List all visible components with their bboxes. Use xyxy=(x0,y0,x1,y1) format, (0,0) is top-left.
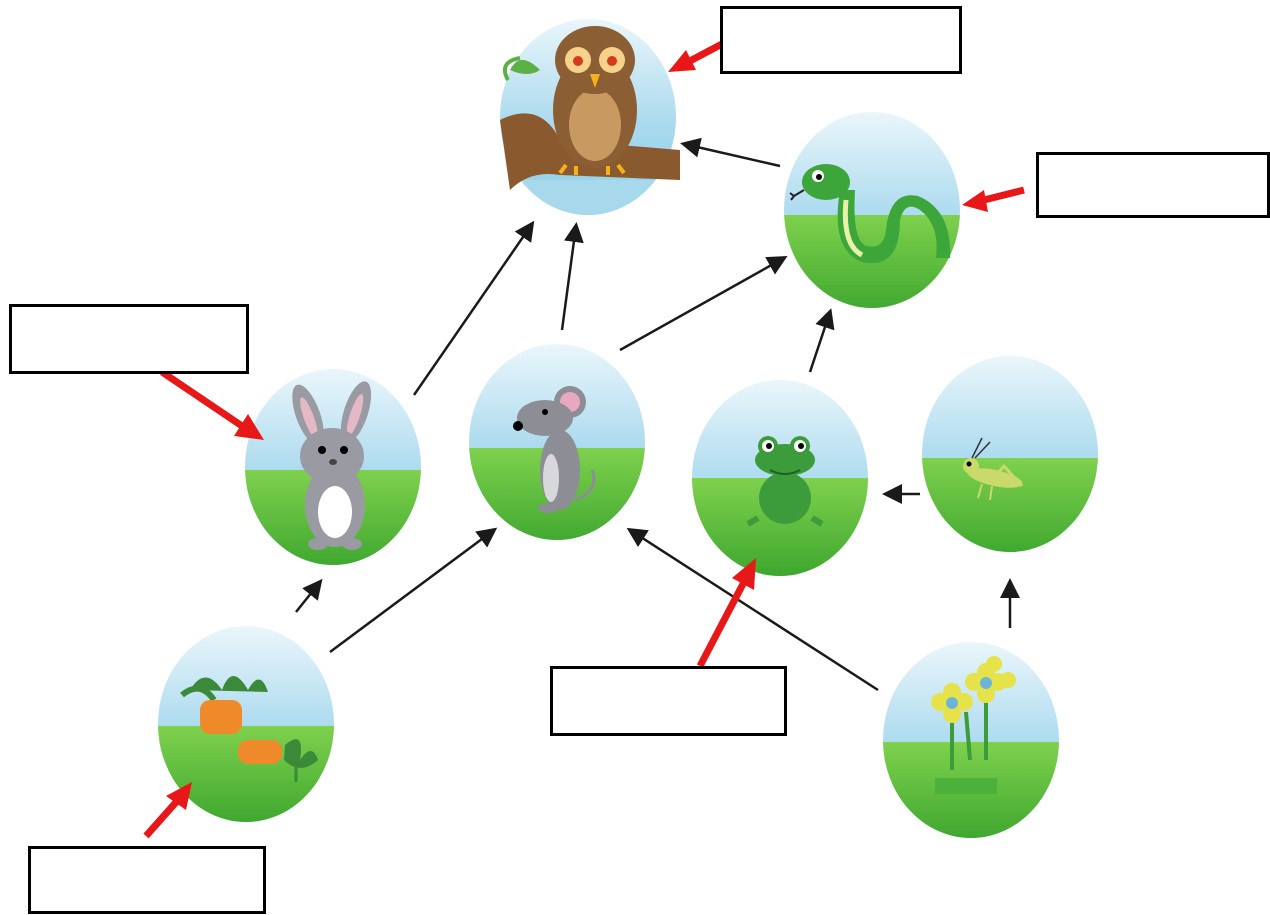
arrow-flowers-to-mouse xyxy=(626,527,879,692)
carrot-icon xyxy=(180,676,318,782)
flowers-node xyxy=(883,642,1059,838)
arrow-carrots-to-mouse xyxy=(329,527,498,654)
answer-box-snake[interactable] xyxy=(1036,152,1270,218)
pointer-arrows xyxy=(143,40,1025,839)
rabbit-icon xyxy=(292,381,372,550)
rabbit-node xyxy=(245,369,421,565)
answer-box-rabbit[interactable] xyxy=(9,304,249,374)
snake-node xyxy=(784,112,960,308)
pointer-arrow-carrots xyxy=(143,782,192,839)
owl-node xyxy=(500,19,680,215)
mouse-node xyxy=(469,344,645,540)
grasshopper-node xyxy=(922,356,1098,552)
snake-icon xyxy=(789,164,951,264)
mouse-icon xyxy=(513,386,596,513)
frog-icon xyxy=(746,436,824,527)
answer-box-owl[interactable] xyxy=(720,6,962,74)
frog-node xyxy=(692,380,868,576)
arrow-frog-to-snake xyxy=(808,308,835,373)
flower-icon xyxy=(931,656,1016,794)
food-web-arrows xyxy=(295,137,1020,692)
arrow-mouse-to-snake xyxy=(619,256,788,352)
owl-icon xyxy=(500,26,680,190)
arrow-rabbit-to-owl xyxy=(412,220,535,396)
arrow-mouse-to-owl xyxy=(560,222,584,331)
answer-box-carrots[interactable] xyxy=(28,846,266,914)
pointer-arrow-snake xyxy=(962,186,1025,212)
answer-box-frog[interactable] xyxy=(550,666,787,736)
grasshopper-icon xyxy=(963,437,1024,501)
pointer-arrow-owl xyxy=(668,40,724,72)
pointer-arrow-frog xyxy=(696,558,756,668)
pointer-arrow-rabbit xyxy=(160,369,264,440)
arrow-snake-to-owl xyxy=(680,137,781,168)
arrow-carrots-to-rabbit xyxy=(295,578,323,613)
